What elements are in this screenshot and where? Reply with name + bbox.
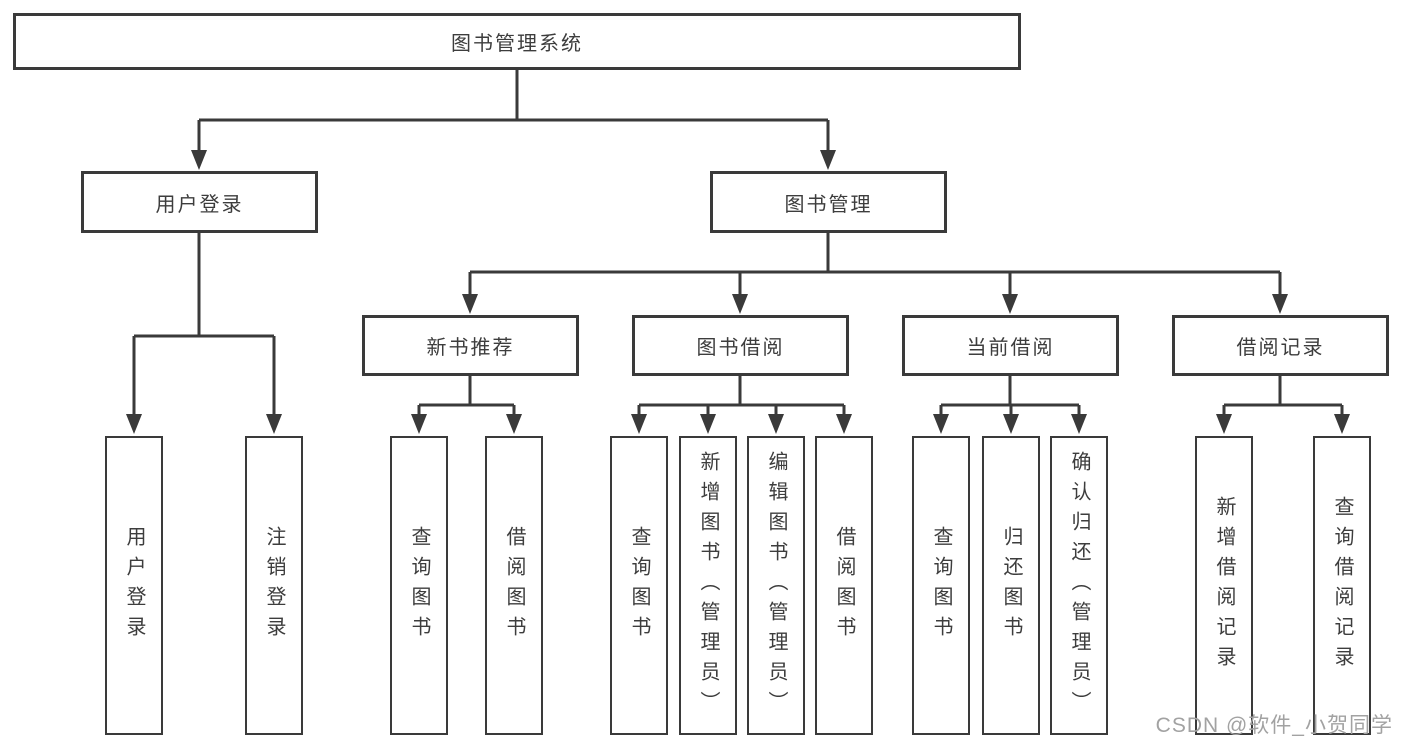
leaf-query-books-recommend: 查询图书 [390,436,448,735]
leaf-query-books-borrowing: 查询图书 [610,436,668,735]
node-user-login: 用户登录 [81,171,318,233]
leaf-confirm-return-admin: 确认归还（管理员） [1050,436,1108,735]
node-book-borrowing: 图书借阅 [632,315,849,376]
arrow-down-icon [1272,294,1288,314]
connector-path [132,70,1344,416]
arrow-down-icon [126,414,142,434]
node-library-management-system: 图书管理系统 [13,13,1021,70]
leaf-logout-login: 注销登录 [245,436,303,735]
arrow-down-icon [768,414,784,434]
leaf-query-books-current: 查询图书 [912,436,970,735]
leaf-return-books: 归还图书 [982,436,1040,735]
leaf-add-borrow-record: 新增借阅记录 [1195,436,1253,735]
arrow-down-icon [1071,414,1087,434]
arrow-down-icon [836,414,852,434]
arrow-down-icon [820,150,836,170]
arrow-down-icon [732,294,748,314]
arrow-down-icon [411,414,427,434]
arrow-down-icon [700,414,716,434]
arrow-down-icon [1334,414,1350,434]
arrow-down-icon [462,294,478,314]
leaf-edit-books-admin: 编辑图书（管理员） [747,436,805,735]
arrow-down-icon [1003,414,1019,434]
leaf-add-books-admin: 新增图书（管理员） [679,436,737,735]
leaf-borrow-books-borrowing: 借阅图书 [815,436,873,735]
arrow-down-icon [933,414,949,434]
watermark: CSDN @软件_小贺同学 [1155,714,1393,737]
node-current-borrowing: 当前借阅 [902,315,1119,376]
node-book-management: 图书管理 [710,171,947,233]
arrow-down-icon [506,414,522,434]
arrow-down-icon [191,150,207,170]
arrow-down-icon [631,414,647,434]
leaf-user-login: 用户登录 [105,436,163,735]
leaf-borrow-books-recommend: 借阅图书 [485,436,543,735]
node-new-book-recommendation: 新书推荐 [362,315,579,376]
arrow-down-icon [266,414,282,434]
node-borrowing-records: 借阅记录 [1172,315,1389,376]
arrow-down-icon [1002,294,1018,314]
arrow-down-icon [1216,414,1232,434]
leaf-query-borrow-record: 查询借阅记录 [1313,436,1371,735]
